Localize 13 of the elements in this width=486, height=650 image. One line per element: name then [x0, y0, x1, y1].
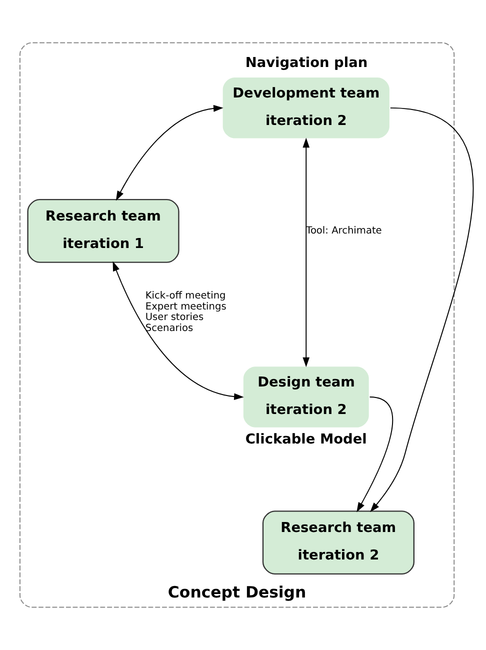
arrow	[116, 104, 224, 201]
node-box: Design team iteration 2	[243, 366, 369, 428]
node-label: Clickable Model	[245, 431, 367, 448]
arrow	[356, 396, 393, 512]
node-box: Research team iteration 2	[262, 510, 414, 574]
arrow	[302, 138, 310, 368]
arrow	[112, 261, 244, 400]
arrow	[370, 107, 474, 512]
node-box: Development team iteration 2	[222, 78, 390, 138]
node-label: Navigation plan	[245, 54, 368, 71]
edge-label: Kick-off meeting Expert meetings User stories Scenarios	[145, 290, 226, 334]
node-box: Research team iteration 1	[27, 198, 180, 263]
edge-label: Tool: Archimate	[306, 225, 382, 236]
